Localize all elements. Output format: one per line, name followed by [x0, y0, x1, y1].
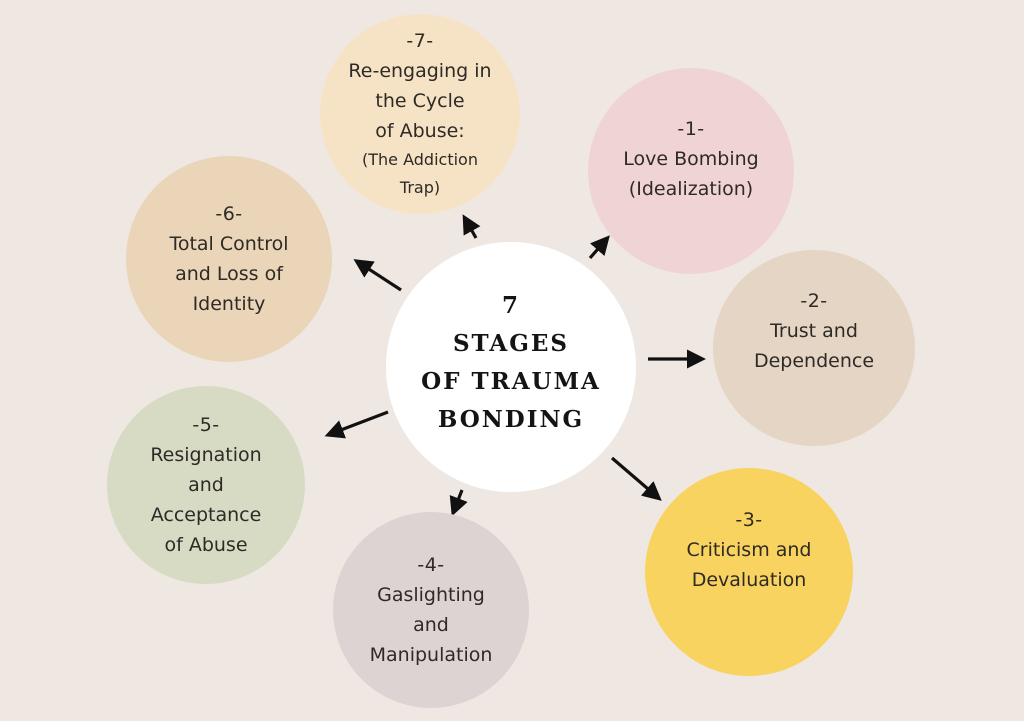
stage-6-number: -6- — [215, 203, 243, 225]
stage-2-number: -2- — [800, 290, 828, 312]
stage-5-label-line: Acceptance — [150, 504, 262, 526]
stage-3-label-line: Devaluation — [691, 569, 807, 591]
stage-1-label-line: (Idealization) — [628, 178, 754, 200]
stage-7-label-line: Re-engaging in — [348, 60, 492, 82]
stage-6-circle: -6- Total Control and Loss of Identity — [126, 156, 332, 362]
arrow-to-stage-3 — [610, 456, 662, 501]
center-title-circle: 7 STAGES OF TRAUMA BONDING — [386, 242, 636, 492]
stage-7-sublabel-line: (The Addiction — [362, 150, 478, 169]
stage-2-circle: -2- Trust and Dependence — [713, 250, 915, 446]
stage-7-circle: -7- Re-engaging in the Cycle of Abuse: (… — [320, 14, 520, 214]
stage-7-label-line: of Abuse: — [375, 120, 465, 142]
stage-3-label-line: Criticism and — [686, 539, 812, 561]
arrow-to-stage-6 — [353, 259, 402, 292]
stage-7-number: -7- — [406, 30, 434, 52]
arrow-to-stage-5 — [324, 410, 389, 439]
stage-5-number: -5- — [192, 414, 220, 436]
stage-6-label-line: Total Control — [169, 233, 289, 255]
stage-7-label-line: the Cycle — [375, 90, 465, 112]
stage-6-label-line: Identity — [192, 293, 266, 315]
title-line: 7 — [501, 292, 520, 319]
stage-2-label-line: Dependence — [753, 350, 875, 372]
stage-6-label-line: and Loss of — [175, 263, 283, 285]
title-line: BONDING — [437, 406, 585, 433]
stage-4-label-line: Gaslighting — [377, 584, 485, 606]
stage-1-number: -1- — [677, 118, 705, 140]
stage-3-circle: -3- Criticism and Devaluation — [645, 468, 853, 676]
title-line: STAGES — [452, 330, 570, 357]
stage-5-label-line: of Abuse — [164, 534, 248, 556]
arrow-to-stage-4 — [449, 489, 468, 517]
stage-1-circle: -1- Love Bombing (Idealization) — [588, 68, 794, 274]
stage-7-sublabel-line: Trap) — [399, 178, 441, 197]
stage-4-circle: -4- Gaslighting and Manipulation — [333, 512, 529, 708]
stage-4-label-line: Manipulation — [369, 644, 493, 666]
title-line: OF TRAUMA — [421, 368, 601, 395]
arrow-to-stage-7 — [462, 214, 481, 239]
stage-5-label-line: and — [188, 474, 224, 496]
stage-1-label-line: Love Bombing — [623, 148, 759, 170]
stage-4-label-line: and — [413, 614, 449, 636]
arrow-to-stage-1 — [588, 235, 610, 260]
stage-5-label-line: Resignation — [150, 444, 262, 466]
stage-5-circle: -5- Resignation and Acceptance of Abuse — [107, 386, 305, 584]
stage-3-number: -3- — [735, 509, 763, 531]
stage-4-number: -4- — [417, 554, 445, 576]
stage-2-label-line: Trust and — [770, 320, 858, 342]
